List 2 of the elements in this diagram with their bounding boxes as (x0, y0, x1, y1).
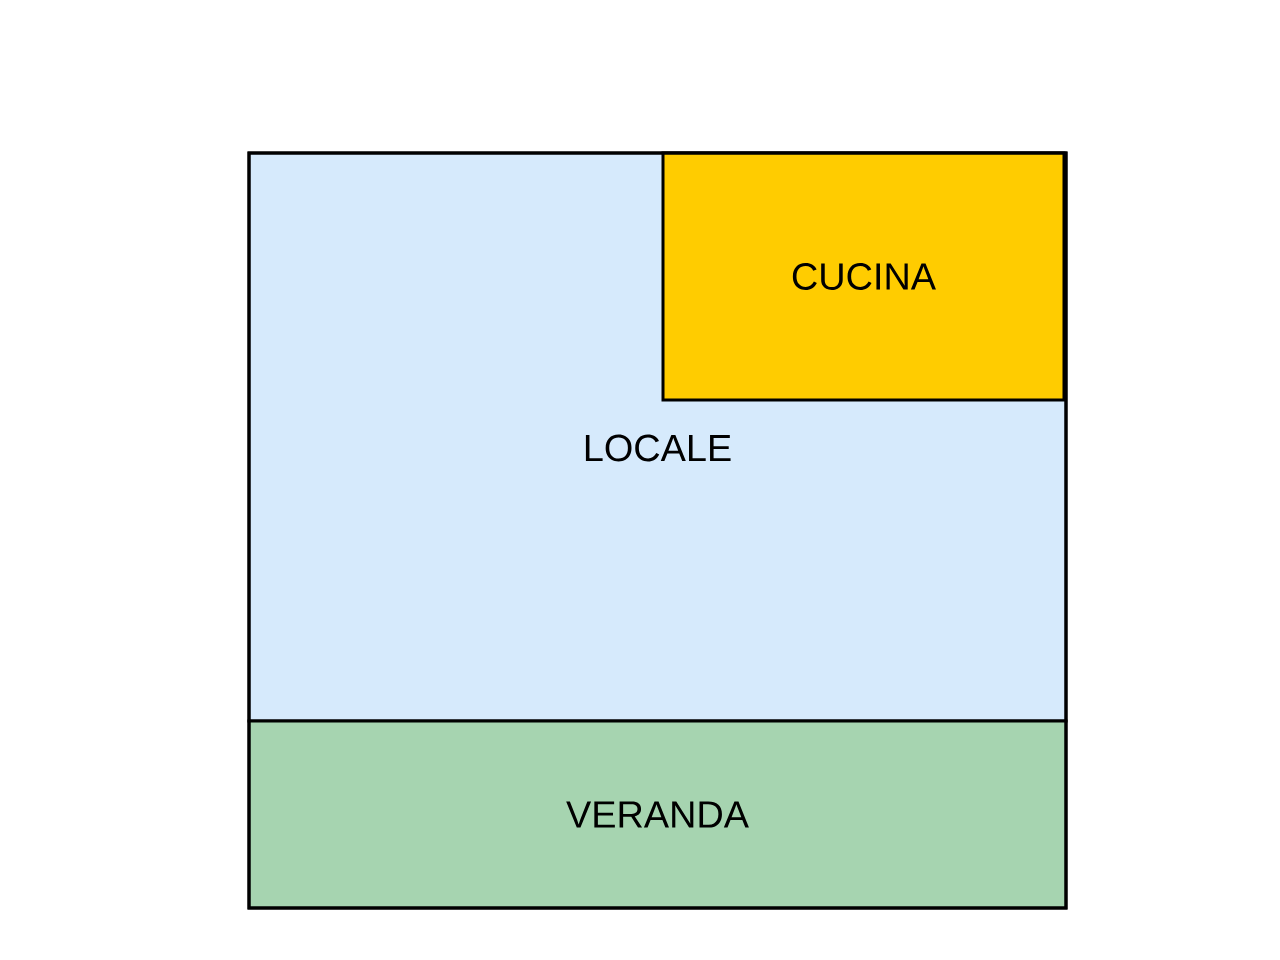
room: VERANDA (247, 719, 1068, 910)
room: CUCINA (661, 151, 1066, 402)
